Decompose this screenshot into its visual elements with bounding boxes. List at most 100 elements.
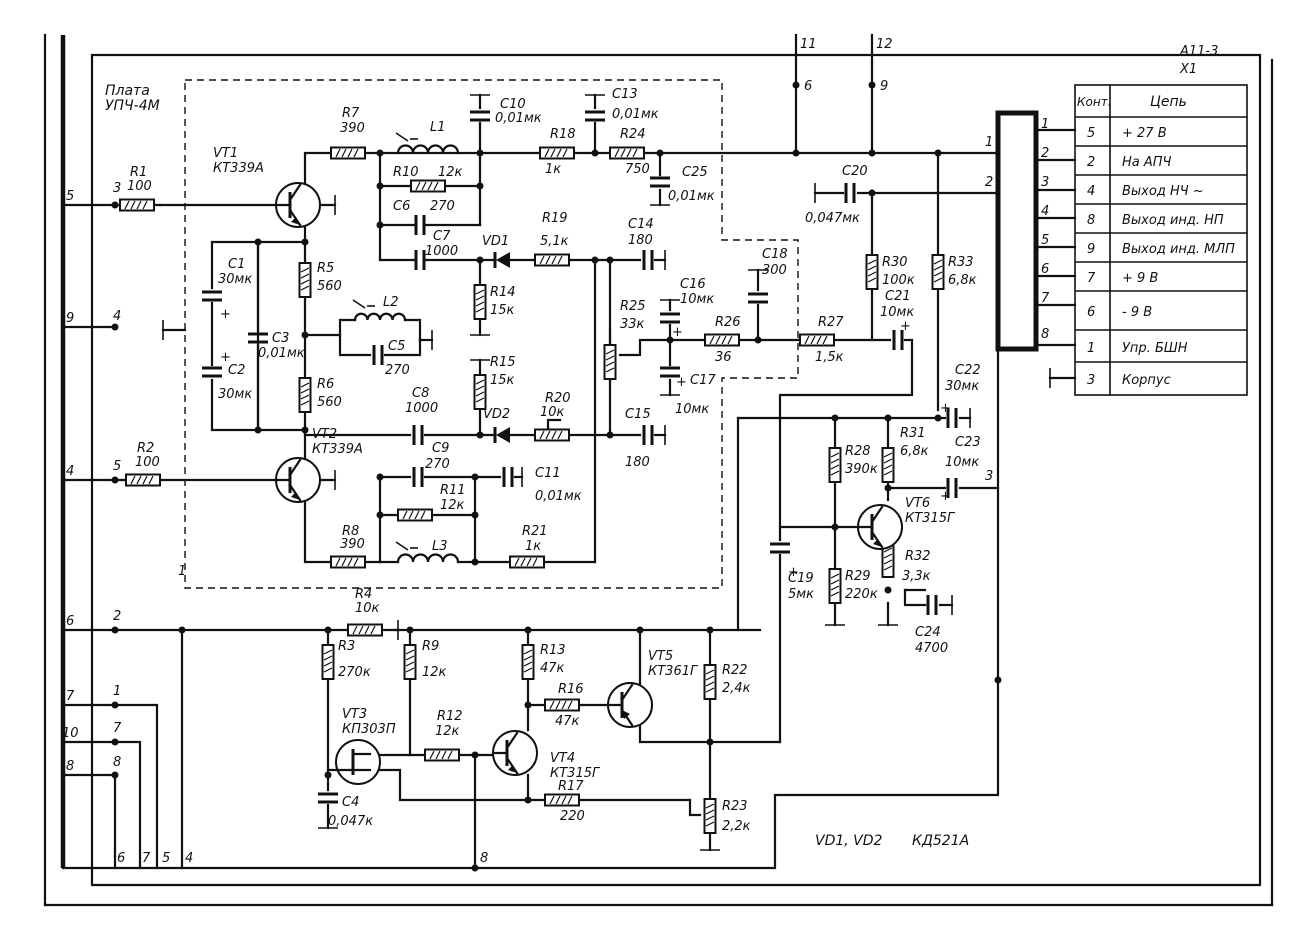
- connector-pin: 4: [1041, 204, 1049, 219]
- resistor-value: 1к: [525, 539, 541, 554]
- resistor-value: 47к: [540, 661, 565, 676]
- right-wiring: [736, 151, 1000, 744]
- block-border: [90, 53, 1262, 887]
- resistor-value: 10к: [540, 405, 565, 420]
- resistor-value: 10к: [355, 601, 380, 616]
- polarity-mark: +: [940, 489, 951, 504]
- resistor-value: 12к: [440, 498, 465, 513]
- terminal-label: 7: [113, 721, 122, 736]
- resistor-ref: R7: [342, 106, 360, 121]
- capacitor-c3: C30,01мк: [248, 331, 305, 361]
- capacitor-ref: C15: [625, 407, 651, 422]
- resistor-value: 100: [127, 179, 152, 194]
- capacitor-value: 10мк: [680, 292, 714, 307]
- table-cell-circuit: + 9 В: [1122, 271, 1158, 286]
- terminal-label: 1: [113, 684, 121, 699]
- resistor-ref: R8: [342, 524, 359, 539]
- resistor-ref: R13: [540, 643, 566, 658]
- table-row: 6- 9 В: [1087, 305, 1152, 320]
- capacitor-ref: C13: [612, 87, 638, 102]
- resistor-ref: R6: [317, 377, 334, 392]
- capacitor-ref: C16: [680, 277, 706, 292]
- table-cell-contact: 2: [1087, 155, 1095, 170]
- terminal-label: 3: [985, 469, 993, 484]
- capacitor-ref: C11: [535, 466, 561, 481]
- capacitor-value: 10мк: [945, 455, 979, 470]
- polarity-mark: +: [676, 375, 687, 390]
- junction-dots: [254, 149, 1002, 872]
- resistor-ref: R28: [845, 444, 871, 459]
- top-terminals: 11 12 6 9 1 2 3: [792, 33, 993, 484]
- terminal-label: 7: [142, 851, 151, 866]
- capacitor-ref: C8: [412, 386, 429, 401]
- capacitor-ref: C14: [628, 217, 654, 232]
- resistor-ref: R32: [905, 549, 931, 564]
- resistor-ref: R31: [900, 426, 926, 441]
- resistor-r32: R32 3,3к: [881, 542, 931, 584]
- inductor-ref: L3: [432, 539, 448, 554]
- terminal-label: 3: [113, 181, 121, 196]
- table-cell-contact: 1: [1087, 341, 1095, 356]
- table-row: 5+ 27 В: [1087, 126, 1167, 141]
- table-header-contact: Конт.: [1077, 95, 1112, 109]
- table-cell-circuit: - 9 В: [1122, 305, 1152, 320]
- capacitor-value: 0,01мк: [668, 189, 715, 204]
- resistor-value: 2,4к: [722, 681, 751, 696]
- diode-ref: VD1: [482, 234, 509, 249]
- capacitor-value: 30мк: [945, 379, 979, 394]
- transistor-type: КТ315Г: [550, 766, 601, 781]
- polarity-mark: +: [940, 401, 951, 416]
- resistor-ref: R15: [490, 355, 516, 370]
- resistor-value: 15к: [490, 303, 515, 318]
- capacitor-value: 30мк: [218, 387, 252, 402]
- capacitor-value: 10мк: [880, 305, 914, 320]
- resistor-value: 390: [340, 537, 365, 552]
- diode-vd2: VD2: [483, 407, 510, 443]
- resistor-value: 220: [560, 809, 585, 824]
- terminal-label: 4: [66, 464, 74, 479]
- capacitor-value: 4700: [915, 641, 948, 656]
- table-cell-circuit: Выход НЧ ~: [1122, 184, 1204, 199]
- capacitor-value: 270: [430, 199, 455, 214]
- table-cell-contact: 3: [1087, 373, 1095, 388]
- resistor-value: 12к: [438, 165, 463, 180]
- resistor-value: 12к: [422, 665, 447, 680]
- capacitor-value: 270: [385, 363, 410, 378]
- transistor-ref: VT3: [342, 707, 367, 722]
- ground-return-wire: [61, 116, 1000, 870]
- table-cell-circuit: + 27 В: [1122, 126, 1167, 141]
- resistor-value: 3,3к: [902, 569, 931, 584]
- table-cell-contact: 4: [1087, 184, 1095, 199]
- block-ref: А11-3: [1179, 44, 1218, 59]
- capacitor-ref: C20: [842, 164, 868, 179]
- transistor-ref: VT4: [550, 751, 575, 766]
- connector-pin: 7: [1041, 291, 1050, 306]
- resistor-ref: R33: [948, 255, 974, 270]
- capacitor-c4: C40,047к: [318, 792, 373, 829]
- left-terminals: 5 9 4 6 7 10 8 3 4 5 2 1 7 8 6 7 5 4 8: [61, 181, 762, 870]
- resistor-ref: R19: [542, 211, 568, 226]
